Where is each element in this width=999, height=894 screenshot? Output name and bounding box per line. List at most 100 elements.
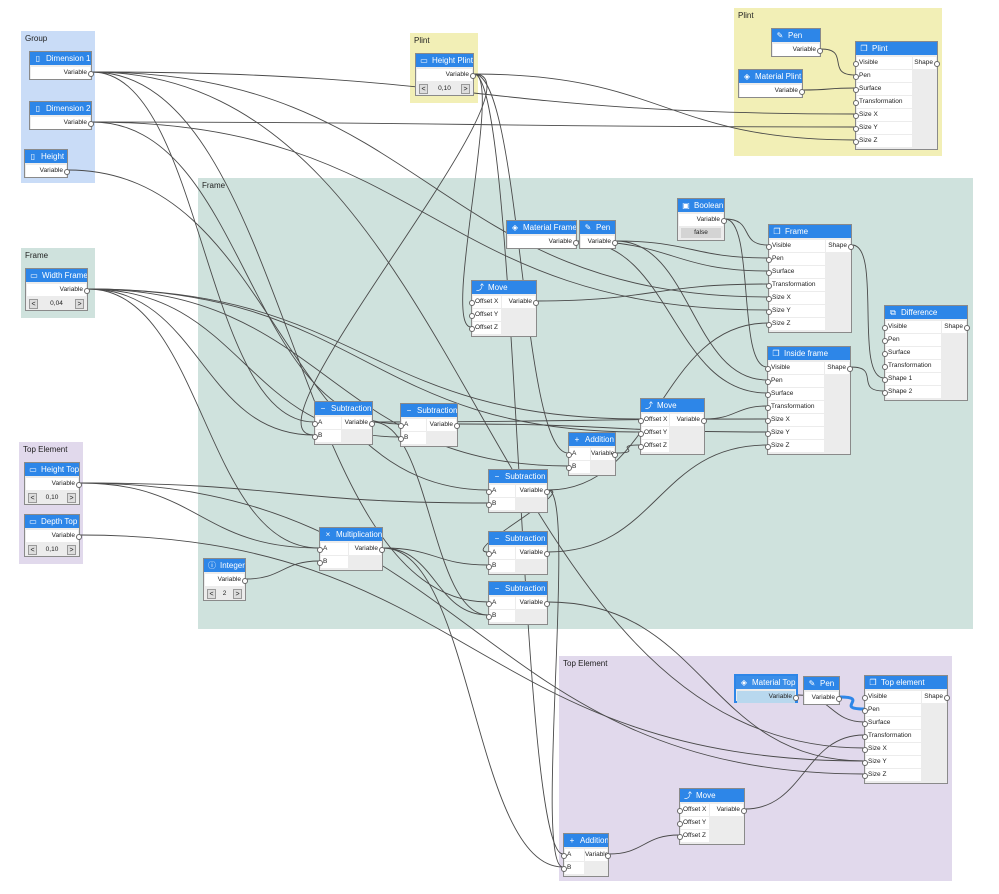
input-port[interactable] [486, 489, 492, 495]
decrement-button[interactable]: < [419, 84, 428, 94]
input-port-row[interactable]: B [316, 430, 341, 442]
input-port-row[interactable]: Transformation [769, 401, 824, 413]
input-port-row[interactable]: Size Y [769, 427, 824, 439]
value-stepper[interactable]: <0,10> [28, 492, 76, 504]
output-port[interactable] [793, 695, 799, 701]
input-port[interactable] [766, 283, 772, 289]
boolean-value[interactable]: false [681, 228, 721, 238]
node-header[interactable]: ◈Material Top [736, 676, 796, 689]
output-port[interactable] [836, 696, 842, 702]
output-port[interactable] [817, 48, 823, 54]
input-port[interactable] [469, 326, 475, 332]
input-port[interactable] [882, 325, 888, 331]
output-port[interactable] [605, 853, 611, 859]
output-port[interactable] [88, 121, 94, 127]
input-port[interactable] [398, 436, 404, 442]
input-port-row[interactable]: Visible [769, 362, 824, 374]
input-port-row[interactable]: Size Y [866, 756, 921, 768]
node-header[interactable]: ▯Dimension 1 [30, 52, 91, 65]
input-port-row[interactable]: Offset X [642, 414, 669, 426]
input-port[interactable] [469, 300, 475, 306]
input-port-row[interactable]: Transformation [866, 730, 921, 742]
input-port-row[interactable]: A [565, 849, 584, 861]
input-port-row[interactable]: Transformation [770, 279, 825, 291]
input-port-row[interactable]: Size Z [770, 318, 825, 330]
output-port[interactable] [721, 218, 727, 224]
output-port[interactable] [379, 547, 385, 553]
input-port-row[interactable]: B [321, 556, 348, 568]
node-header[interactable]: ✎Pen [804, 677, 839, 690]
input-port[interactable] [312, 434, 318, 440]
output-port[interactable] [944, 695, 950, 701]
input-port[interactable] [677, 834, 683, 840]
input-port-row[interactable]: Size Z [866, 769, 921, 781]
node-header[interactable]: −Subtraction [315, 402, 372, 415]
input-port[interactable] [677, 821, 683, 827]
input-port[interactable] [765, 366, 771, 372]
output-port[interactable] [847, 366, 853, 372]
node-header[interactable]: +Addition [569, 433, 615, 446]
node-header[interactable]: ▯Dimension 2 [30, 102, 91, 115]
input-port[interactable] [882, 390, 888, 396]
input-port[interactable] [317, 560, 323, 566]
input-port-row[interactable]: Surface [866, 717, 921, 729]
output-port[interactable] [848, 244, 854, 250]
node-header[interactable]: ×Multiplication [320, 528, 382, 541]
input-port[interactable] [765, 431, 771, 437]
input-port-row[interactable]: B [490, 498, 515, 510]
input-port-row[interactable]: Surface [770, 266, 825, 278]
input-port-row[interactable]: Offset Z [473, 322, 501, 334]
stepper-value[interactable]: 0,10 [45, 546, 59, 553]
output-port[interactable] [741, 808, 747, 814]
input-port-row[interactable]: Size X [769, 414, 824, 426]
input-port[interactable] [862, 760, 868, 766]
input-port-row[interactable]: Shape 1 [886, 373, 941, 385]
input-port-row[interactable]: Visible [886, 321, 941, 333]
input-port[interactable] [853, 126, 859, 132]
input-port[interactable] [862, 721, 868, 727]
node-header[interactable]: ⤴Move [472, 281, 536, 294]
input-port[interactable] [882, 338, 888, 344]
input-port-row[interactable]: B [402, 432, 426, 444]
input-port-row[interactable]: A [316, 417, 341, 429]
input-port-row[interactable]: Size Z [769, 440, 824, 452]
input-port[interactable] [765, 379, 771, 385]
input-port-row[interactable]: A [490, 597, 515, 609]
increment-button[interactable]: > [75, 299, 84, 309]
input-port-row[interactable]: Visible [857, 57, 912, 69]
input-port[interactable] [853, 100, 859, 106]
output-port[interactable] [76, 482, 82, 488]
output-port[interactable] [701, 418, 707, 424]
stepper-value[interactable]: 2 [222, 590, 227, 597]
input-port[interactable] [853, 74, 859, 80]
node-header[interactable]: ▭Depth Top [25, 515, 79, 528]
input-port-row[interactable]: Size X [770, 292, 825, 304]
input-port-row[interactable]: A [570, 448, 590, 460]
input-port-row[interactable]: Transformation [886, 360, 941, 372]
input-port-row[interactable]: B [490, 610, 515, 622]
input-port[interactable] [766, 309, 772, 315]
input-port[interactable] [566, 452, 572, 458]
node-header[interactable]: ▣Boolean [678, 199, 724, 212]
node-header[interactable]: ❐Top element [865, 676, 947, 689]
output-port[interactable] [533, 300, 539, 306]
input-port-row[interactable]: Offset Y [473, 309, 501, 321]
input-port[interactable] [486, 614, 492, 620]
